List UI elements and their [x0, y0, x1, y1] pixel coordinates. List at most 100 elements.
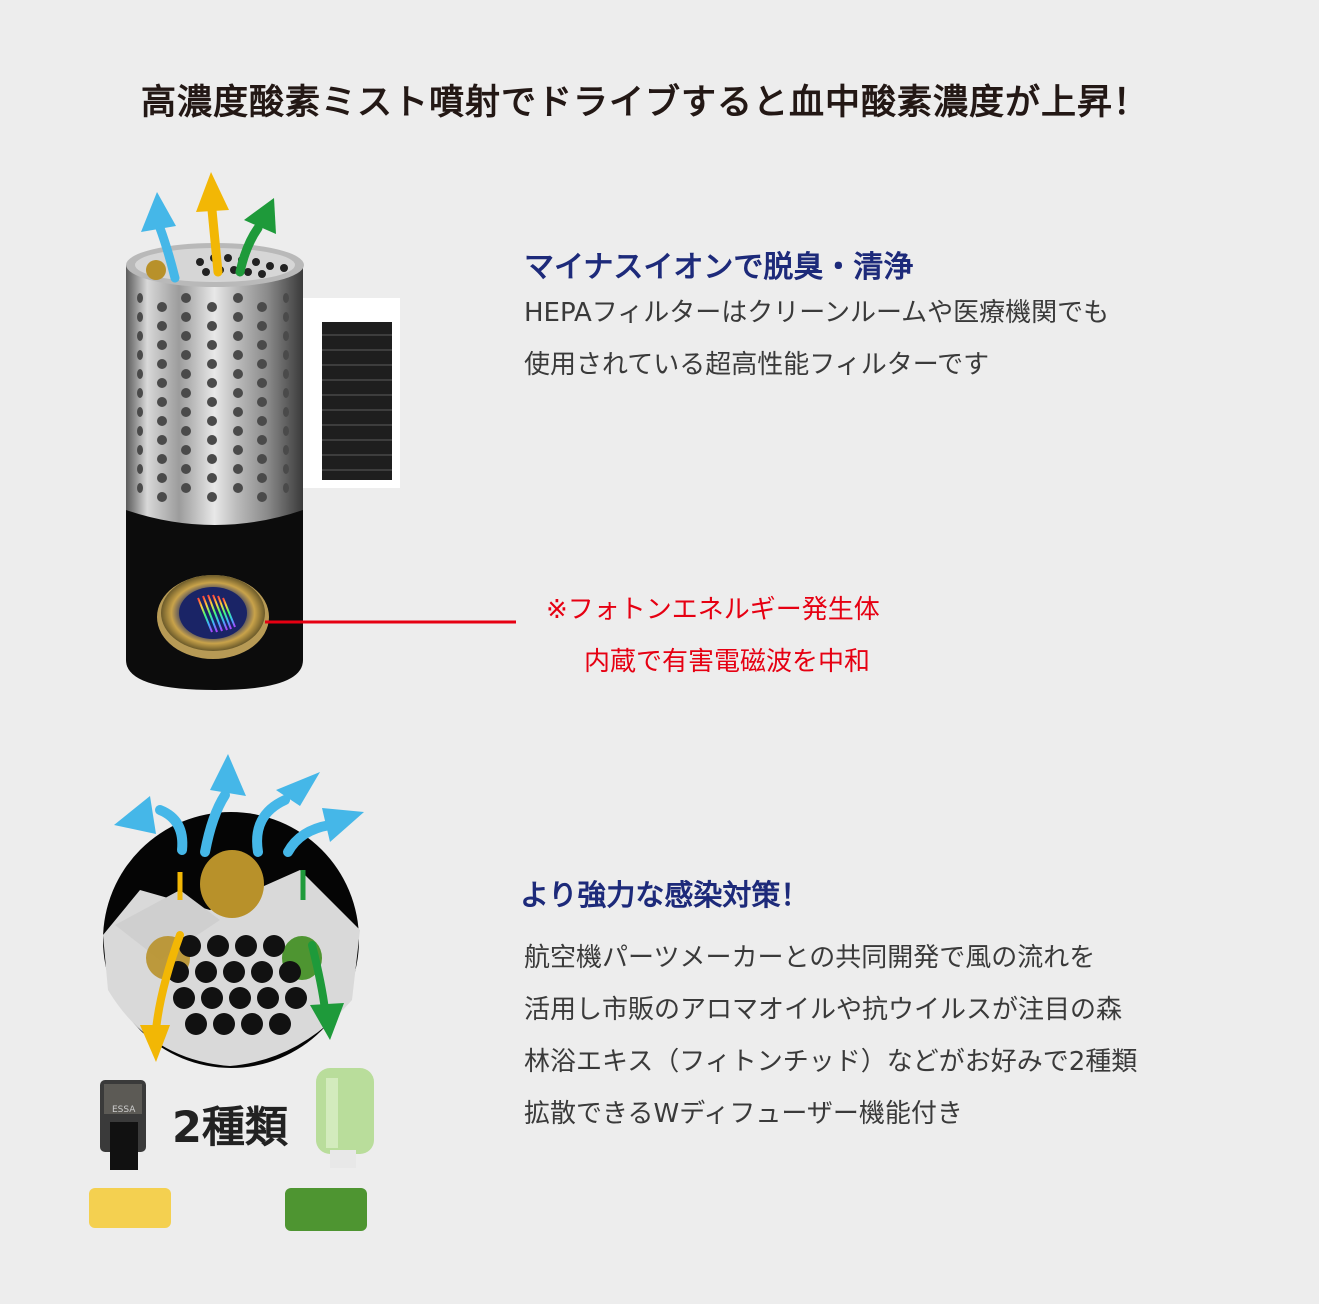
swatch-green: [285, 1188, 367, 1231]
perforation-hole: [233, 388, 243, 398]
perforation-hole: [283, 464, 289, 474]
perforation-hole: [157, 359, 167, 369]
perforation-hole: [207, 359, 217, 369]
perforation-hole: [207, 416, 217, 426]
perforation-hole: [157, 378, 167, 388]
perforation-hole: [137, 483, 143, 493]
perforation-hole: [137, 312, 143, 322]
perforation-hole: [257, 378, 267, 388]
perforation-hole: [257, 416, 267, 426]
perforation-hole: [233, 445, 243, 455]
callout-line1: ※フォトンエネルギー発生体: [546, 595, 880, 625]
perforation-hole: [157, 454, 167, 464]
airflow-arrows-icon: [141, 172, 276, 283]
perforation-hole: [181, 426, 191, 436]
perforation-hole: [257, 397, 267, 407]
feature2-line: 航空機パーツメーカーとの共同開発で風の流れを: [524, 943, 1096, 973]
perforation-hole: [157, 492, 167, 502]
diagram-hole: [173, 987, 195, 1009]
feature2-line: 林浴エキス（フィトンチッド）などがお好みで2種類: [524, 1047, 1138, 1077]
perforation-hole: [181, 464, 191, 474]
perforation-hole: [257, 435, 267, 445]
perforation-hole: [181, 331, 191, 341]
perforation-hole: [257, 302, 267, 312]
diagram-hole: [279, 961, 301, 983]
diagram-hole: [229, 987, 251, 1009]
feature1-line: HEPAフィルターはクリーンルームや医療機関でも: [524, 298, 1110, 328]
vent-hole: [258, 270, 266, 278]
perforation-hole: [283, 369, 289, 379]
perforation-hole: [137, 331, 143, 341]
perforation-hole: [207, 302, 217, 312]
diagram-hole: [251, 961, 273, 983]
perforation-hole: [257, 340, 267, 350]
perforation-hole: [207, 492, 217, 502]
perforation-hole: [207, 454, 217, 464]
perforation-hole: [283, 388, 289, 398]
diagram-hole: [223, 961, 245, 983]
diagram-hole: [213, 1013, 235, 1035]
perforation-hole: [257, 321, 267, 331]
perforation-hole: [137, 350, 143, 360]
perforation-hole: [207, 321, 217, 331]
perforation-hole: [233, 464, 243, 474]
perforation-hole: [233, 407, 243, 417]
perforation-hole: [257, 492, 267, 502]
perforation-hole: [283, 445, 289, 455]
perforation-hole: [257, 454, 267, 464]
perforation-hole: [157, 416, 167, 426]
perforation-hole: [181, 388, 191, 398]
feature2-title: より強力な感染対策！: [520, 878, 810, 912]
perforation-hole: [181, 445, 191, 455]
photon-emblem-icon: [157, 575, 269, 659]
vent-hole: [224, 254, 232, 262]
perforation-hole: [233, 312, 243, 322]
feature2-line: 活用し市販のアロマオイルや抗ウイルスが注目の森: [524, 995, 1123, 1025]
feature2-description: 航空機パーツメーカーとの共同開発で風の流れを 活用し市販のアロマオイルや抗ウイル…: [524, 932, 1224, 1140]
perforation-hole: [181, 312, 191, 322]
diagram-hole: [285, 987, 307, 1009]
page-headline: 高濃度酸素ミスト噴射でドライブすると血中酸素濃度が上昇！: [140, 83, 1149, 123]
perforation-hole: [233, 293, 243, 303]
diagram-hole: [235, 935, 257, 957]
vent-hole: [244, 268, 252, 276]
vent-hole: [196, 258, 204, 266]
perforation-hole: [181, 369, 191, 379]
perforation-hole: [181, 350, 191, 360]
diffuser-bottle-dark-icon: ESSA: [100, 1080, 146, 1170]
vent-hole: [202, 268, 210, 276]
perforation-hole: [283, 350, 289, 360]
perforation-hole: [283, 426, 289, 436]
perforation-hole: [233, 369, 243, 379]
perforation-hole: [283, 331, 289, 341]
feature1-line: 使用されている超高性能フィルターです: [524, 350, 990, 380]
perforation-hole: [157, 302, 167, 312]
perforation-hole: [181, 407, 191, 417]
vent-hole: [280, 264, 288, 272]
callout-line2: 内蔵で有害電磁波を中和: [584, 647, 871, 677]
diagram-hole: [201, 987, 223, 1009]
perforation-hole: [157, 473, 167, 483]
diagram-hole: [207, 935, 229, 957]
diagram-hole: [257, 987, 279, 1009]
vent-hole: [252, 258, 260, 266]
feature1-title: マイナスイオンで脱臭・清浄: [524, 250, 914, 285]
perforation-hole: [283, 407, 289, 417]
perforation-hole: [233, 331, 243, 341]
perforation-hole: [233, 483, 243, 493]
perforation-hole: [233, 350, 243, 360]
perforation-hole: [283, 312, 289, 322]
perforation-hole: [157, 321, 167, 331]
perforation-hole: [207, 397, 217, 407]
filter-cartridge-icon: [300, 298, 400, 488]
perforation-hole: [207, 473, 217, 483]
perforation-hole: [137, 293, 143, 303]
perforation-hole: [137, 407, 143, 417]
perforation-hole: [157, 397, 167, 407]
perforation-hole: [207, 378, 217, 388]
kinds-label: 2種類: [172, 1103, 288, 1153]
perforation-hole: [137, 388, 143, 398]
perforation-hole: [137, 426, 143, 436]
swatch-yellow: [89, 1188, 171, 1228]
